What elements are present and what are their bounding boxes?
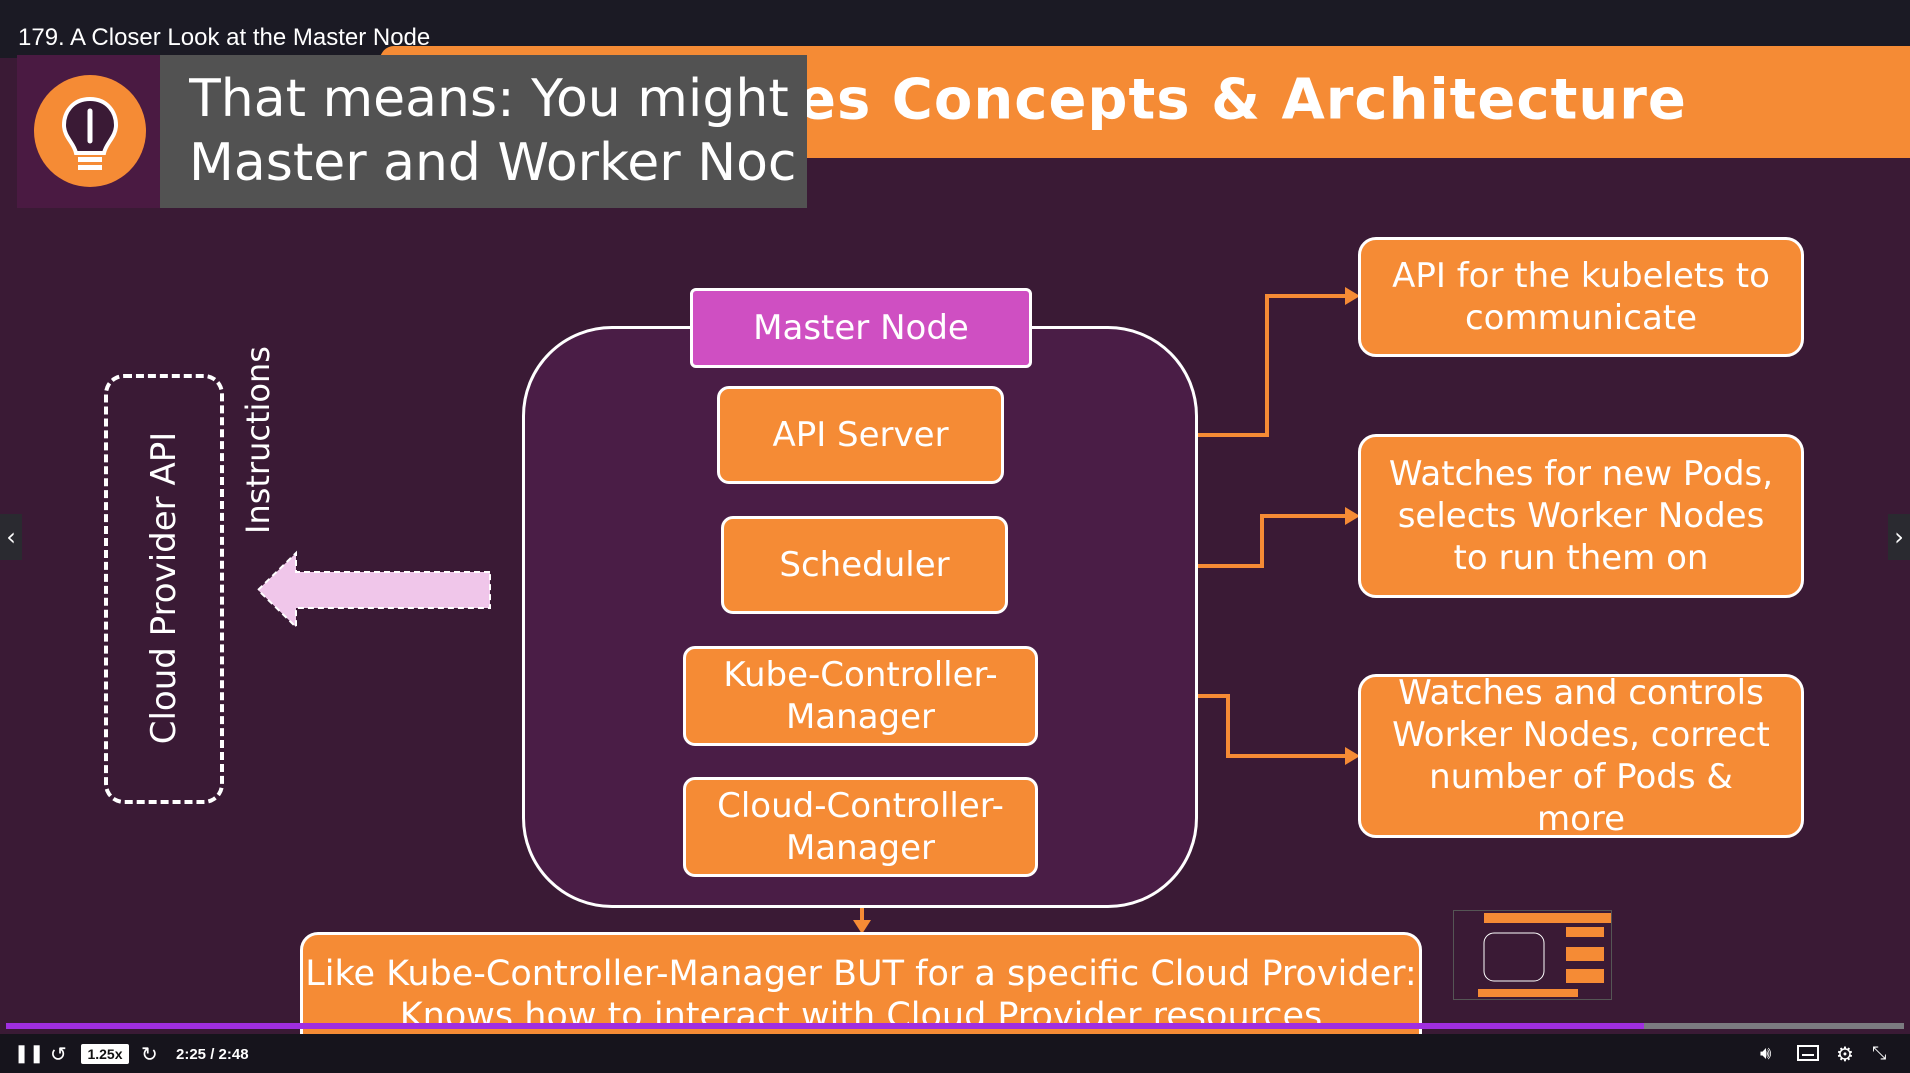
scheduler-box: Scheduler xyxy=(721,516,1008,614)
ccm-description-box: Like Kube-Controller-Manager BUT for a s… xyxy=(300,932,1422,1052)
progress-fill xyxy=(6,1023,1644,1029)
scheduler-description-box: Watches for new Pods, selects Worker Nod… xyxy=(1358,434,1804,598)
tip-icon-area xyxy=(17,55,160,208)
captions-icon[interactable] xyxy=(1797,1044,1819,1066)
rewind-icon[interactable]: ↺ xyxy=(50,1044,67,1066)
time-display: 2:25 / 2:48 xyxy=(176,1046,249,1063)
next-lecture-button[interactable]: › xyxy=(1888,514,1910,560)
kube-controller-manager-box: Kube-Controller- Manager xyxy=(683,646,1038,746)
fullscreen-icon[interactable]: ⤡ xyxy=(1872,1043,1887,1063)
volume-icon[interactable]: 🔊︎ xyxy=(1760,1043,1772,1063)
lightbulb-icon xyxy=(34,75,146,187)
cloud-provider-api-box xyxy=(104,374,224,804)
cloud-provider-api-label: Cloud Provider API xyxy=(144,431,184,745)
preview-thumbnail xyxy=(1453,910,1612,1000)
cloud-controller-manager-box: Cloud-Controller- Manager xyxy=(683,777,1038,877)
api-description-box: API for the kubelets to communicate xyxy=(1358,237,1804,357)
pause-icon[interactable]: ❚❚ xyxy=(14,1043,45,1063)
playback-speed-button[interactable]: 1.25x xyxy=(81,1044,129,1064)
lecture-title: 179. A Closer Look at the Master Node xyxy=(18,24,431,51)
kcm-description-box: Watches and controls Worker Nodes, corre… xyxy=(1358,673,1804,839)
settings-icon[interactable]: ⚙ xyxy=(1836,1044,1854,1066)
instructions-label: Instructions xyxy=(239,346,277,534)
player-controls xyxy=(0,1034,1910,1073)
chevron-left-icon: ‹ xyxy=(6,523,16,551)
forward-icon[interactable]: ↻ xyxy=(141,1044,158,1066)
master-node-label: Master Node xyxy=(690,288,1032,368)
slide-title: es Concepts & Architecture xyxy=(798,67,1687,133)
tip-overlay: That means: You might Master and Worker … xyxy=(17,55,807,208)
previous-lecture-button[interactable]: ‹ xyxy=(0,514,22,560)
chevron-right-icon: › xyxy=(1894,523,1904,551)
instructions-arrow xyxy=(256,550,491,630)
api-server-box: API Server xyxy=(717,386,1004,484)
progress-bar[interactable] xyxy=(0,1020,1910,1032)
tip-text: That means: You might Master and Worker … xyxy=(189,69,797,193)
